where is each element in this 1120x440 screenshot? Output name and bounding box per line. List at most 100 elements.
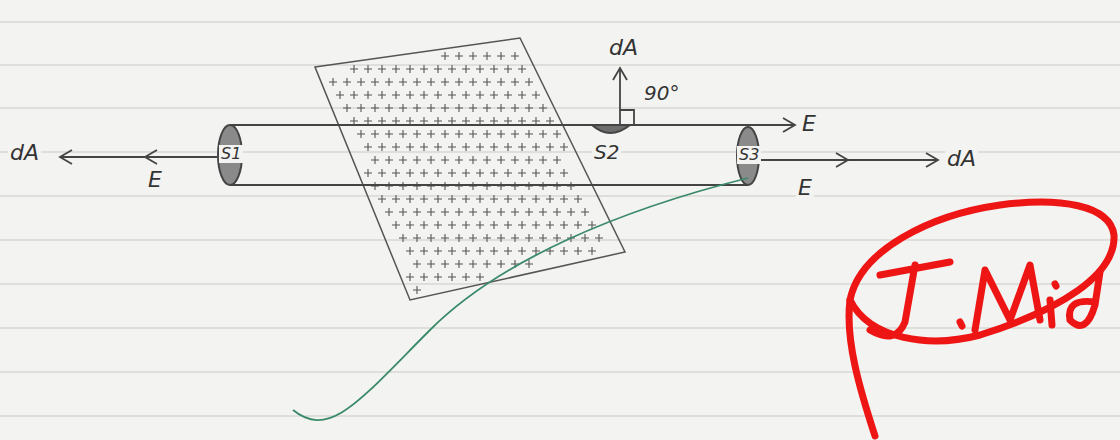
plus-sign	[364, 117, 372, 125]
plus-sign	[518, 91, 526, 99]
plus-sign	[434, 195, 442, 203]
signature-stroke	[960, 322, 962, 326]
plus-sign	[504, 195, 512, 203]
plus-sign	[371, 104, 379, 112]
plus-sign	[525, 130, 533, 138]
surface-label: S3	[737, 146, 761, 164]
plus-sign	[420, 169, 428, 177]
plus-sign	[469, 208, 477, 216]
plus-sign	[539, 234, 547, 242]
plus-sign	[483, 260, 491, 268]
plus-sign	[392, 91, 400, 99]
plus-sign	[462, 117, 470, 125]
plus-sign	[553, 156, 561, 164]
plus-sign	[518, 117, 526, 125]
plus-sign	[406, 195, 414, 203]
plus-sign	[448, 247, 456, 255]
plus-sign	[413, 260, 421, 268]
angle-label: 90°	[642, 82, 681, 104]
plus-sign	[469, 104, 477, 112]
plus-sign	[476, 221, 484, 229]
plus-sign	[511, 130, 519, 138]
ruled-line	[0, 21, 1120, 22]
plus-sign	[462, 247, 470, 255]
plus-sign	[406, 117, 414, 125]
plus-sign	[476, 143, 484, 151]
plus-sign	[532, 91, 540, 99]
plus-sign	[434, 221, 442, 229]
plus-sign	[406, 143, 414, 151]
plus-sign	[441, 234, 449, 242]
plus-sign	[462, 91, 470, 99]
plus-sign	[441, 130, 449, 138]
plus-sign	[448, 195, 456, 203]
plus-sign	[329, 78, 337, 86]
plus-sign	[392, 221, 400, 229]
plus-sign	[385, 130, 393, 138]
plus-sign	[546, 117, 554, 125]
plus-sign	[434, 247, 442, 255]
plus-sign	[483, 104, 491, 112]
plus-sign	[434, 143, 442, 151]
plus-sign	[483, 156, 491, 164]
signature-stroke	[1050, 284, 1056, 325]
green-pointer-line	[293, 178, 748, 420]
plus-sign	[371, 78, 379, 86]
plus-sign	[427, 130, 435, 138]
field-label: E	[796, 176, 814, 200]
ruled-lines	[0, 22, 1120, 416]
plus-sign	[539, 156, 547, 164]
cylinder-top-line	[230, 124, 795, 126]
plus-sign	[532, 169, 540, 177]
plus-sign	[476, 273, 484, 281]
plus-sign	[378, 117, 386, 125]
plus-sign	[371, 156, 379, 164]
plus-sign	[406, 221, 414, 229]
plus-sign	[343, 104, 351, 112]
plus-sign	[560, 247, 568, 255]
curved-surface-patch	[592, 125, 630, 133]
plus-sign	[455, 234, 463, 242]
plus-sign	[448, 169, 456, 177]
arrow-head	[926, 153, 938, 167]
plus-sign	[497, 156, 505, 164]
plus-sign	[441, 52, 449, 60]
plus-sign	[483, 52, 491, 60]
plus-sign	[581, 208, 589, 216]
plus-sign	[399, 234, 407, 242]
plus-sign	[497, 208, 505, 216]
plus-sign	[497, 130, 505, 138]
plus-sign	[448, 273, 456, 281]
plus-sign	[497, 104, 505, 112]
plus-sign	[406, 65, 414, 73]
plus-sign	[497, 78, 505, 86]
plus-sign	[385, 78, 393, 86]
plus-sign	[490, 247, 498, 255]
plus-sign	[364, 91, 372, 99]
arrow-head	[783, 118, 795, 132]
charged-sheet	[315, 38, 625, 300]
plus-sign	[560, 169, 568, 177]
signature-loop	[850, 202, 1114, 341]
plus-sign	[560, 195, 568, 203]
area-vector-label: dA	[607, 36, 640, 60]
plus-sign	[413, 78, 421, 86]
plus-sign	[560, 221, 568, 229]
plus-sign	[462, 169, 470, 177]
right-angle-mark	[620, 110, 634, 125]
signature-stroke	[975, 265, 1040, 330]
plus-sign	[385, 104, 393, 112]
plus-sign	[434, 169, 442, 177]
plus-sign	[525, 208, 533, 216]
plus-sign	[413, 104, 421, 112]
plus-sign	[399, 104, 407, 112]
plus-sign	[392, 195, 400, 203]
plus-sign	[581, 234, 589, 242]
plus-sign	[469, 234, 477, 242]
plus-sign	[539, 208, 547, 216]
plus-sign	[504, 117, 512, 125]
plus-sign	[560, 143, 568, 151]
signature-stroke	[1070, 272, 1100, 325]
plus-sign	[574, 221, 582, 229]
